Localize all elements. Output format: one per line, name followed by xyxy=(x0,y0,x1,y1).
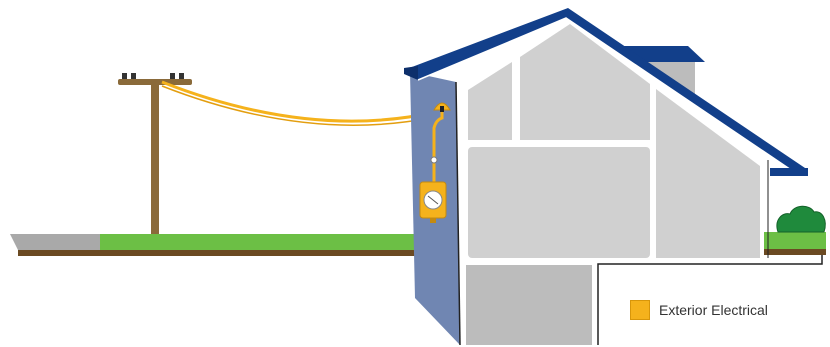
conduit-clamp xyxy=(430,156,438,164)
legend: Exterior Electrical xyxy=(630,300,768,320)
roof-fascia-left xyxy=(404,66,418,80)
room-attic-left xyxy=(468,62,512,140)
room-attic-center xyxy=(520,24,650,140)
weatherhead-icon xyxy=(433,102,451,112)
legend-label-exterior-electrical: Exterior Electrical xyxy=(659,302,768,318)
utility-pole-icon xyxy=(118,73,192,234)
room-main xyxy=(468,147,650,258)
shrub-icon xyxy=(776,205,826,233)
room-right-upper xyxy=(656,89,760,258)
roof-edge xyxy=(417,17,801,177)
grass-right xyxy=(764,232,826,249)
basement xyxy=(466,265,592,345)
roof xyxy=(404,8,808,176)
service-drop-wire xyxy=(161,80,437,123)
service-drop-wire-2 xyxy=(161,85,431,126)
roof-eave-right xyxy=(770,168,808,176)
foundation-outline xyxy=(597,255,823,345)
sidewalk xyxy=(10,234,108,250)
soil-left xyxy=(18,250,415,256)
electric-meter-icon xyxy=(419,181,447,223)
soil-right xyxy=(764,249,826,255)
legend-swatch-exterior-electrical xyxy=(630,300,650,320)
grass-left xyxy=(100,234,415,250)
exterior-wall-edge xyxy=(455,81,461,346)
service-conduit xyxy=(432,112,444,184)
